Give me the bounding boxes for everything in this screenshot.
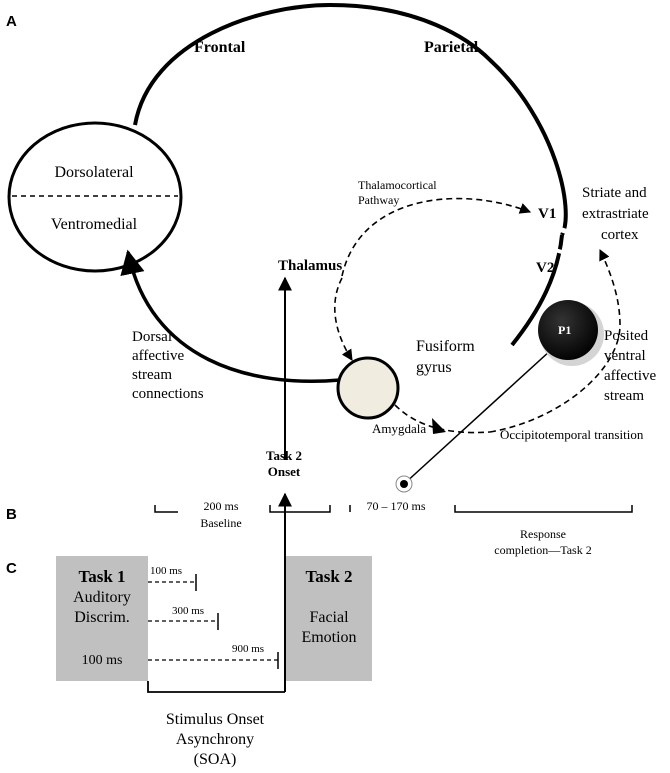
soa-label-3: (SOA) — [194, 751, 237, 768]
ventromedial-label: Ventromedial — [51, 216, 138, 233]
response-bracket — [454, 505, 633, 513]
response-label-2: completion—Task 2 — [494, 543, 591, 557]
panel-label-c: C — [6, 560, 17, 577]
thalamocortical-arrow — [341, 197, 532, 277]
task1-title: Task 1 — [78, 567, 125, 586]
soa-label-2: Asynchrony — [176, 731, 254, 748]
p1-line — [403, 339, 563, 485]
v2-label: V2 — [536, 260, 554, 276]
soa-label-1: Stimulus Onset — [166, 711, 265, 728]
p1-circle — [538, 300, 598, 360]
prefrontal-ellipse — [7, 121, 183, 273]
task2-line2: Emotion — [301, 629, 356, 646]
striate-label-2: extrastriate — [582, 206, 649, 222]
soa-value-100: 100 ms — [150, 565, 182, 577]
dorsal-label-4: connections — [132, 386, 204, 402]
onset-bracket — [269, 505, 331, 513]
panel-label-b: B — [6, 506, 17, 523]
thalamocortical-label-1: Thalamocortical — [358, 178, 437, 192]
parietal-label: Parietal — [424, 39, 479, 56]
task1-duration: 100 ms — [82, 653, 123, 668]
fusiform-label-1: Fusiform — [416, 338, 475, 355]
fronto-parietal-arc — [133, 2, 568, 236]
baseline-label-1: 200 ms — [203, 499, 238, 513]
p1-label: P1 — [558, 323, 571, 337]
visual-cortex-arc — [510, 234, 564, 347]
task2-onset-label-1: Task 2 — [266, 448, 302, 463]
v1-v2-gap-mark-2 — [547, 246, 563, 254]
soa-value-300: 300 ms — [172, 605, 204, 617]
p1-origin-dot — [400, 480, 408, 488]
amygdala-circle — [336, 356, 400, 420]
striate-label-1: Striate and — [582, 185, 647, 201]
baseline-bracket — [154, 505, 178, 513]
posited-label-1: Posited — [604, 328, 649, 344]
dorsolateral-label: Dorsolateral — [54, 164, 134, 181]
soa-value-900: 900 ms — [232, 643, 264, 655]
dorsal-label-2: affective — [132, 348, 185, 364]
dorsal-stream-arrow — [120, 249, 341, 384]
task2-box — [286, 556, 372, 681]
task2-onset-label-2: Onset — [268, 464, 301, 479]
occipitotemporal-arrowhead — [432, 418, 446, 434]
fusiform-label-2: gyrus — [416, 359, 452, 376]
v1-label: V1 — [538, 206, 556, 222]
ventral-stream-arrow — [489, 248, 621, 433]
task2-line1: Facial — [309, 609, 349, 626]
thalamus-amygdala-arrow — [334, 277, 353, 361]
thalamocortical-label-2: Pathway — [358, 193, 399, 207]
v1-v2-gap-mark — [555, 225, 569, 235]
soa-bracket — [147, 681, 285, 693]
amygdala-label: Amygdala — [372, 421, 426, 436]
window-label: 70 – 170 ms — [366, 499, 425, 513]
task2-title: Task 2 — [305, 567, 352, 586]
dorsal-label-3: stream — [132, 367, 172, 383]
task1-line2: Discrim. — [74, 609, 130, 626]
dorsal-label-1: Dorsal — [132, 329, 172, 345]
panel-label-a: A — [6, 13, 17, 30]
posited-label-3: affective — [604, 368, 657, 384]
posited-label-2: ventral — [604, 348, 646, 364]
baseline-label-2: Baseline — [200, 516, 241, 530]
task1-line1: Auditory — [73, 589, 131, 606]
thalamus-label: Thalamus — [278, 258, 342, 274]
striate-label-3: cortex — [601, 227, 639, 243]
frontal-label: Frontal — [194, 39, 246, 56]
posited-label-4: stream — [604, 388, 644, 404]
task1-box — [56, 556, 148, 681]
occipitotemporal-label: Occipitotemporal transition — [500, 427, 644, 442]
response-label-1: Response — [520, 527, 566, 541]
